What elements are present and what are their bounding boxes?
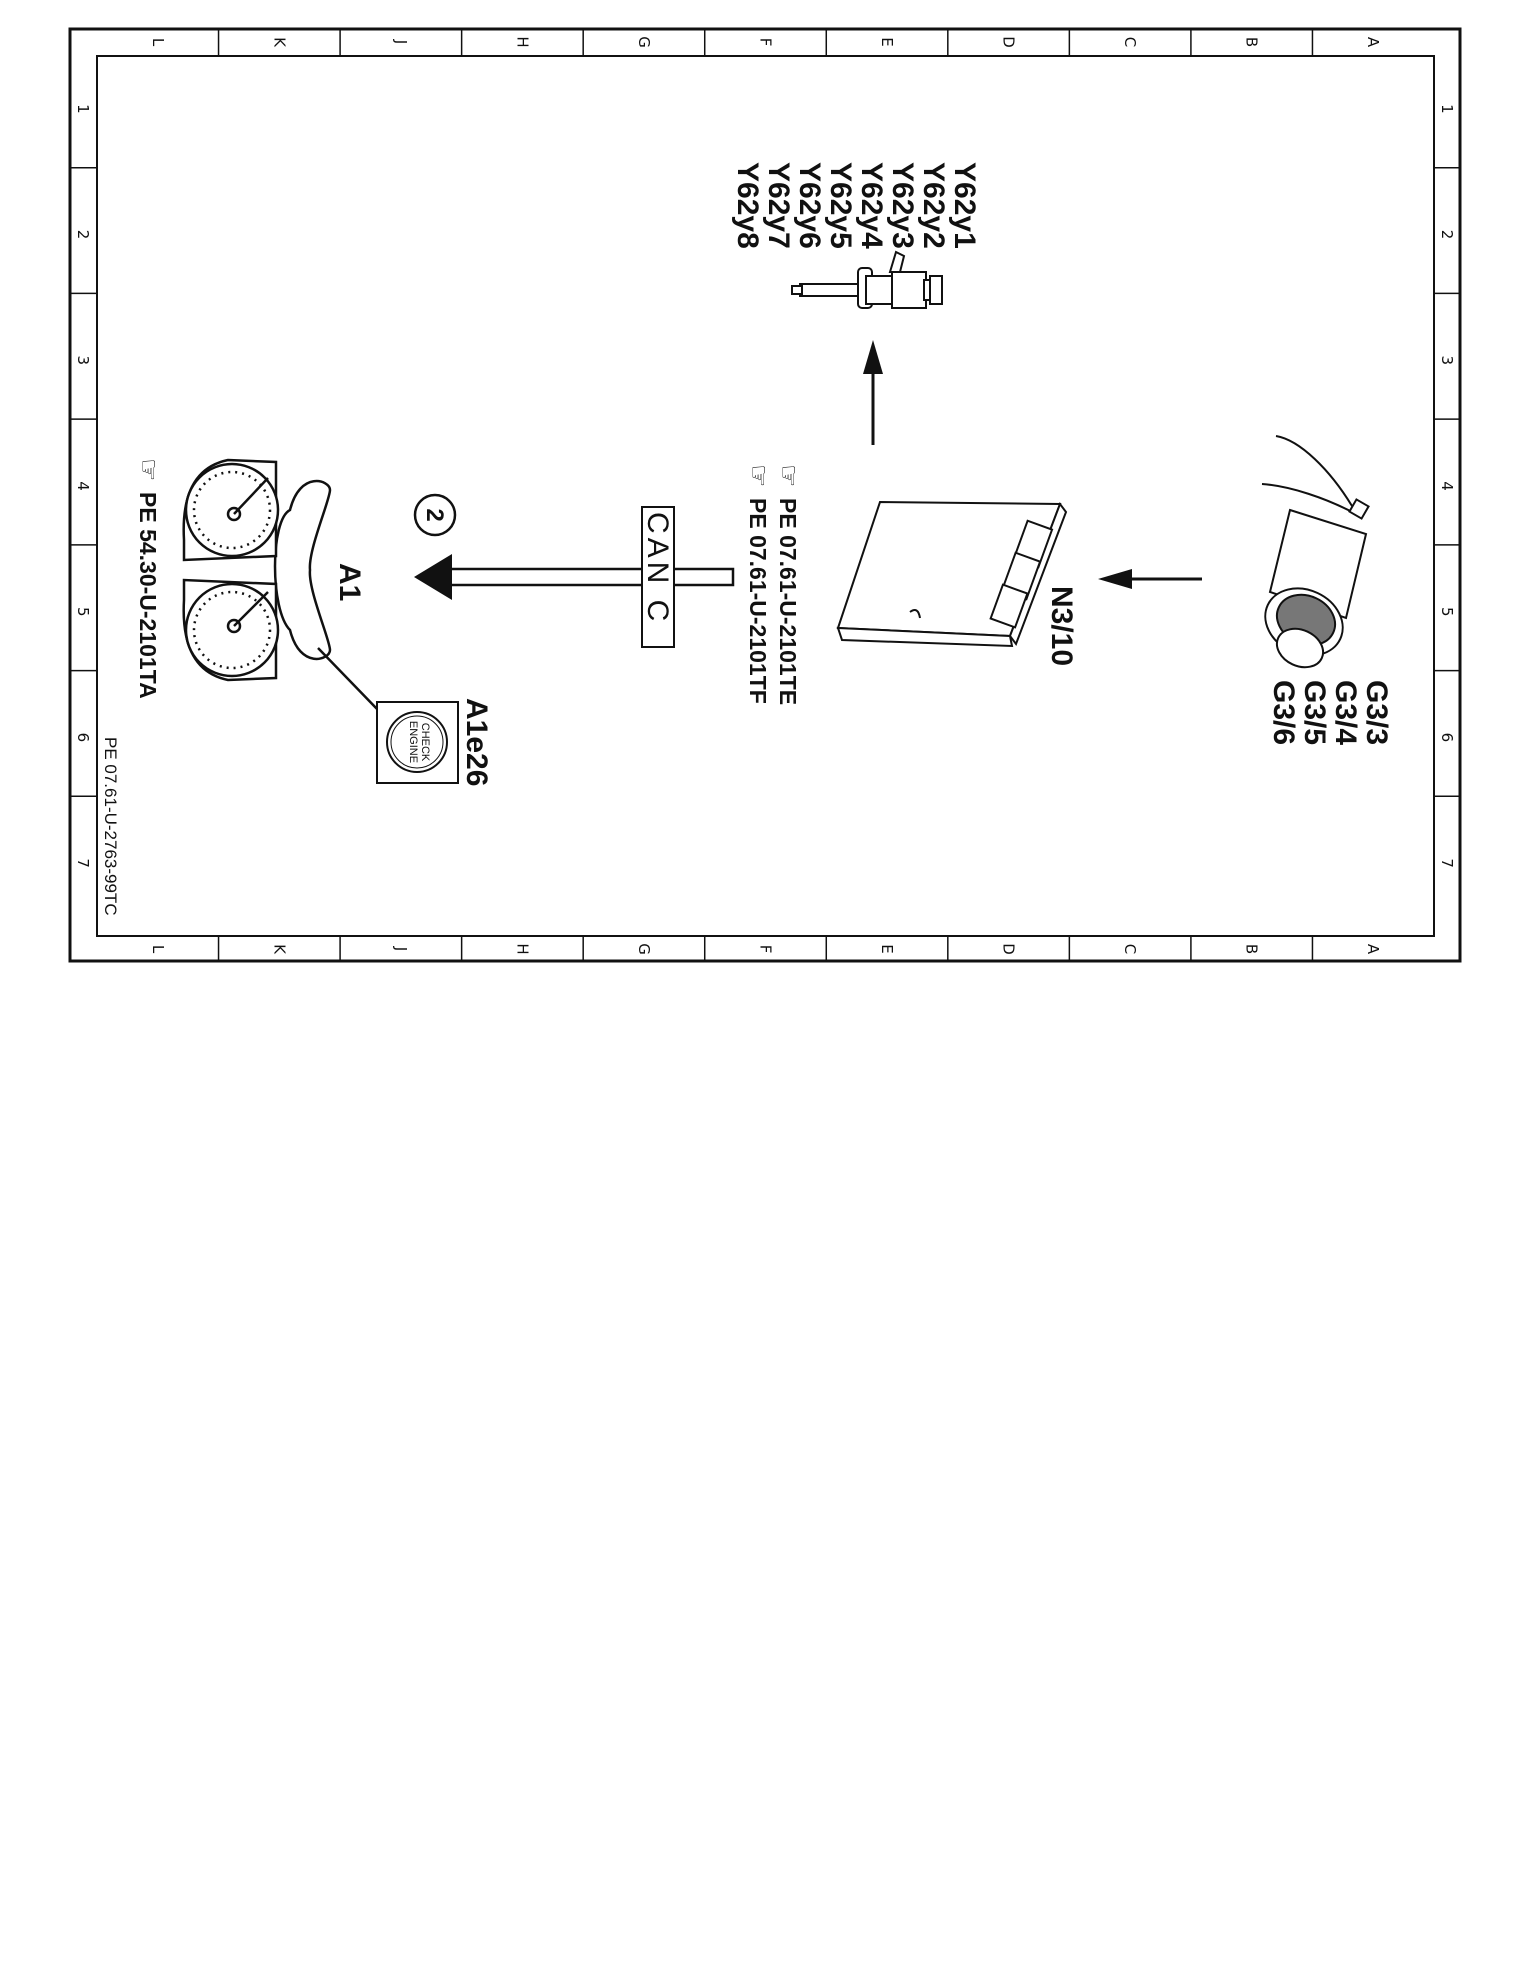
injector-label: Y62y6 (793, 162, 826, 249)
injector-label: Y62y5 (824, 162, 857, 249)
svg-text:PE 07.61-U-2101TF: PE 07.61-U-2101TF (745, 498, 771, 704)
svg-text:PE 07.61-U-2101TE: PE 07.61-U-2101TE (775, 498, 801, 705)
cluster-reference: ☞ PE 54.30-U-2101TA (133, 458, 163, 699)
injector-label: Y62y7 (762, 162, 795, 249)
cluster-label: A1 (333, 563, 366, 601)
column-letter: H (513, 943, 531, 954)
ecu-reference-2: ☞ PE 07.61-U-2101TF (743, 464, 773, 704)
column-letter: C (1121, 37, 1139, 47)
check-engine-label: A1e26 (460, 698, 493, 786)
column-letter: F (757, 38, 775, 47)
column-letter: L (149, 38, 167, 47)
ecu-label: N3/10 (1045, 586, 1078, 666)
svg-text:PE 54.30-U-2101TA: PE 54.30-U-2101TA (135, 492, 161, 699)
sensor-label: G3/6 (1267, 680, 1300, 745)
column-letter: F (757, 945, 775, 954)
row-number: 5 (74, 607, 92, 617)
column-letter: J (392, 946, 410, 951)
inner-frame (96, 55, 1435, 937)
row-number: 2 (1438, 230, 1456, 240)
row-number: 6 (74, 733, 92, 743)
engine-control-unit-icon (836, 500, 1068, 648)
can-bus-label-box: CAN C (641, 506, 675, 648)
column-letter: J (392, 39, 410, 44)
arrow-ecu-to-injector (863, 340, 883, 445)
hand-pointer-icon: ☞ (133, 458, 163, 481)
oxygen-sensor-icon (1261, 435, 1370, 669)
drawing-id: PE 07.61-U-2763-99TC (101, 737, 120, 916)
row-number: 5 (1438, 607, 1456, 617)
step-marker: 2 (413, 493, 457, 537)
injector-label: Y62y4 (855, 162, 888, 249)
column-letter: B (1243, 944, 1261, 954)
row-number: 1 (1438, 104, 1456, 114)
injector-label: Y62y8 (731, 162, 764, 249)
instrument-cluster-icon (182, 458, 379, 711)
column-letter: E (878, 37, 896, 46)
sensor-label: G3/5 (1298, 680, 1331, 745)
column-letter: H (513, 36, 531, 47)
row-number: 1 (74, 104, 92, 114)
injector-label: Y62y3 (886, 162, 919, 249)
hand-pointer-icon: ☞ (773, 464, 803, 487)
arrow-sensor-to-ecu (1098, 569, 1202, 589)
column-letter: E (878, 944, 896, 953)
row-number: 6 (1438, 733, 1456, 743)
hand-pointer-icon: ☞ (743, 464, 773, 487)
ecu-reference-1: ☞ PE 07.61-U-2101TE (773, 464, 803, 705)
column-letter: L (149, 945, 167, 954)
outer-frame (68, 27, 1462, 963)
injector-labels: Y62y1 Y62y2 Y62y3 Y62y4 Y62y5 Y62y6 Y62y… (731, 162, 981, 249)
column-letter: K (270, 37, 288, 48)
svg-text:ENGINE: ENGINE (407, 721, 419, 763)
sensor-label: G3/3 (1360, 680, 1393, 745)
svg-text:2: 2 (421, 508, 448, 521)
row-number: 2 (74, 230, 92, 240)
injector-label: Y62y2 (917, 162, 950, 249)
column-letter: G (635, 943, 653, 955)
column-letter: D (1000, 943, 1018, 955)
row-number: 7 (74, 858, 92, 868)
svg-text:CHECK: CHECK (419, 723, 431, 762)
column-letter: A (1364, 944, 1382, 955)
check-engine-lamp-icon: CHECK ENGINE (376, 701, 459, 784)
injector-label: Y62y1 (948, 162, 981, 249)
column-letter: B (1243, 37, 1261, 47)
row-number: 3 (1438, 356, 1456, 366)
row-number: 4 (1438, 481, 1456, 491)
row-number: 3 (74, 356, 92, 366)
column-letter: C (1121, 944, 1139, 954)
sensor-labels: G3/3 G3/4 G3/5 G3/6 (1267, 680, 1393, 745)
column-letter: D (1000, 36, 1018, 48)
column-letter: G (635, 36, 653, 48)
column-letter: K (270, 944, 288, 955)
fuel-injector-icon (791, 250, 943, 309)
column-letter: A (1364, 37, 1382, 48)
sensor-label: G3/4 (1329, 680, 1362, 745)
row-number: 7 (1438, 858, 1456, 868)
can-bus-label: CAN C (641, 512, 674, 625)
row-number: 4 (74, 481, 92, 491)
